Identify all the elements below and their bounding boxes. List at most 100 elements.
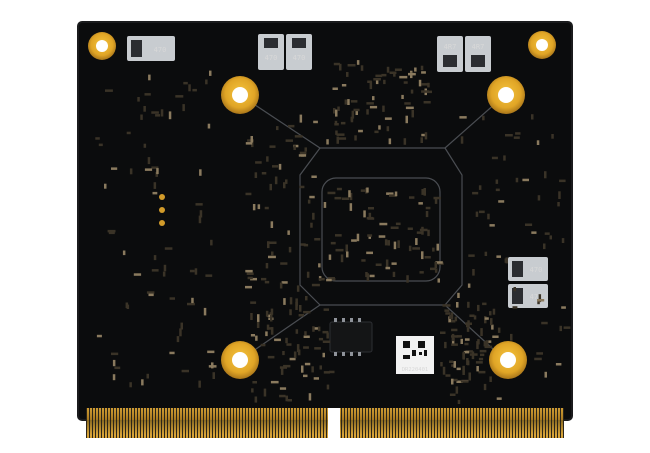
smd-part bbox=[314, 238, 321, 241]
serial-label: DR220401 bbox=[402, 367, 429, 373]
smd-part bbox=[260, 343, 266, 347]
smd-part bbox=[480, 328, 483, 336]
smd-part bbox=[450, 320, 456, 323]
smd-part bbox=[401, 94, 404, 99]
inductor-top-right-1: 4R7 bbox=[437, 36, 463, 72]
smd-part bbox=[525, 223, 533, 226]
smd-part bbox=[515, 177, 519, 183]
smd-part bbox=[367, 234, 373, 237]
smd-part bbox=[372, 96, 375, 101]
smd-part bbox=[537, 195, 541, 201]
mounting-hole-top-left bbox=[88, 32, 116, 60]
smd-part bbox=[374, 130, 379, 134]
smd-part bbox=[418, 202, 423, 205]
smd-part bbox=[557, 202, 560, 207]
smd-part bbox=[304, 147, 307, 152]
smd-part bbox=[462, 351, 465, 360]
smd-part bbox=[558, 191, 561, 199]
smd-part bbox=[304, 362, 311, 366]
smd-part bbox=[468, 372, 471, 381]
smd-part bbox=[478, 357, 484, 361]
smd-part bbox=[245, 285, 252, 289]
smd-part bbox=[512, 306, 518, 309]
smd-part bbox=[133, 273, 142, 276]
smd-part bbox=[349, 192, 353, 201]
smd-part bbox=[449, 314, 452, 320]
edge-connector bbox=[86, 408, 564, 438]
smd-part bbox=[378, 235, 386, 238]
smd-part bbox=[141, 379, 144, 386]
smd-part bbox=[551, 134, 554, 139]
smd-part bbox=[254, 396, 258, 403]
smd-part bbox=[449, 360, 454, 363]
smd-part bbox=[137, 97, 140, 102]
smd-part bbox=[450, 378, 458, 382]
smd-part bbox=[334, 196, 342, 200]
smd-part bbox=[495, 188, 500, 192]
smd-part bbox=[245, 269, 253, 273]
smd-part bbox=[287, 230, 290, 235]
smd-part bbox=[421, 71, 426, 74]
smd-part bbox=[274, 176, 278, 185]
inductor-code: 4R7 bbox=[472, 43, 485, 51]
smd-part bbox=[250, 277, 257, 281]
smd-part bbox=[455, 386, 459, 394]
smd-part bbox=[405, 106, 414, 110]
smd-part bbox=[490, 318, 493, 326]
smd-part bbox=[489, 376, 492, 382]
smd-part bbox=[265, 263, 269, 269]
smd-part bbox=[156, 168, 159, 175]
smd-part bbox=[442, 304, 451, 307]
smd-part bbox=[541, 321, 548, 325]
smd-part bbox=[381, 73, 387, 77]
smd-part bbox=[285, 139, 293, 142]
smd-part bbox=[544, 371, 547, 378]
smd-part bbox=[537, 299, 545, 302]
smd-part bbox=[312, 212, 315, 220]
smd-part bbox=[421, 133, 426, 137]
smd-part bbox=[270, 380, 279, 384]
smd-part bbox=[143, 143, 147, 148]
smd-part bbox=[375, 78, 379, 85]
smd-part bbox=[350, 100, 358, 103]
smd-part bbox=[303, 243, 309, 247]
smd-part bbox=[281, 281, 288, 284]
smd-part bbox=[323, 308, 329, 311]
smd-part bbox=[345, 244, 348, 252]
smd-part bbox=[279, 366, 287, 369]
smd-part bbox=[368, 207, 374, 210]
smd-part bbox=[182, 104, 185, 112]
smd-part bbox=[355, 109, 358, 115]
smd-part bbox=[456, 335, 462, 338]
smd-part bbox=[198, 215, 202, 224]
mounting-hole-inner-tl bbox=[221, 76, 259, 114]
smd-part bbox=[163, 264, 167, 272]
smd-part bbox=[473, 315, 477, 320]
smd-part bbox=[496, 397, 502, 400]
smd-part bbox=[492, 335, 499, 338]
smd-part bbox=[299, 185, 305, 189]
smd-part bbox=[146, 291, 155, 294]
smd-part bbox=[486, 340, 489, 347]
smd-part bbox=[460, 380, 469, 383]
smd-part bbox=[205, 274, 213, 277]
smd-part bbox=[365, 272, 368, 278]
smd-part bbox=[335, 109, 338, 117]
smd-part bbox=[373, 78, 381, 81]
smd-part bbox=[420, 65, 424, 71]
smd-part bbox=[531, 114, 534, 120]
smd-part bbox=[375, 74, 383, 78]
smd-part bbox=[333, 108, 336, 114]
smd-part bbox=[356, 60, 360, 65]
smd-part bbox=[468, 254, 475, 257]
smd-part bbox=[466, 360, 470, 366]
smd-part bbox=[180, 322, 183, 330]
smd-part bbox=[534, 357, 542, 361]
mounting-hole-inner-br bbox=[489, 341, 527, 379]
smd-part bbox=[445, 312, 451, 315]
smd-part bbox=[471, 351, 475, 360]
smd-part bbox=[482, 302, 487, 306]
smd-part bbox=[162, 271, 166, 277]
smd-part bbox=[344, 99, 348, 105]
smd-part bbox=[160, 109, 164, 117]
